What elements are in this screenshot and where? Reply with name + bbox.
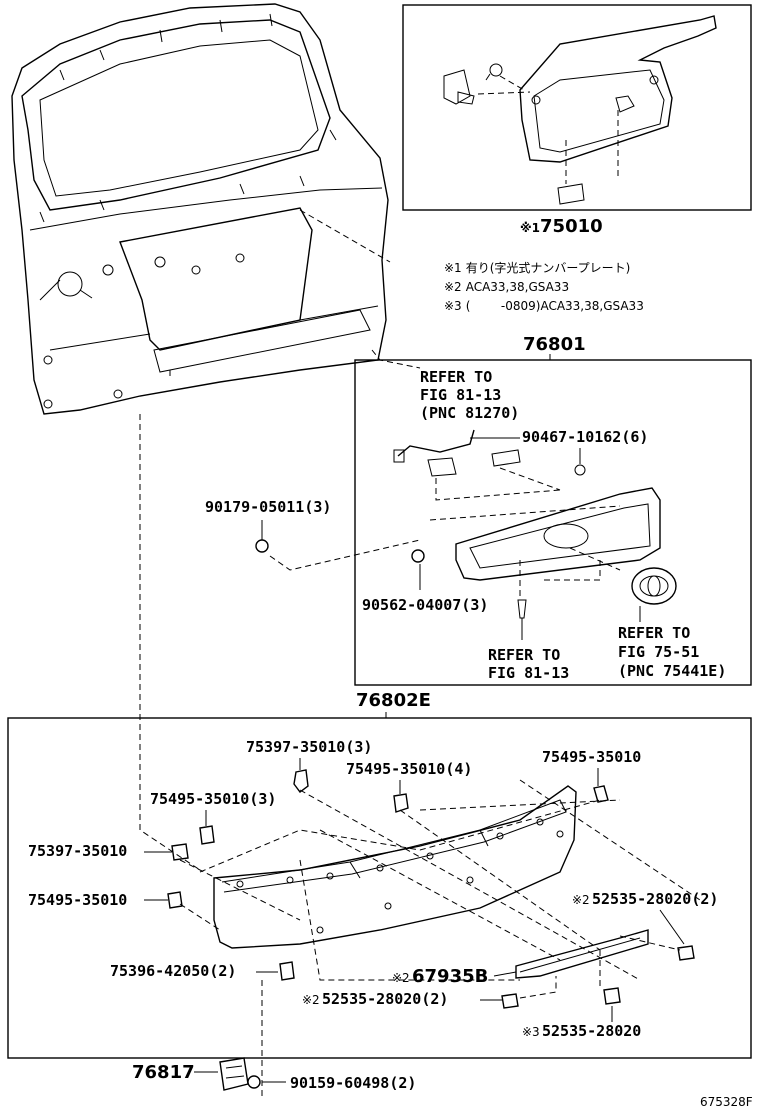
part-75495-top-label: 75495-35010 (542, 748, 641, 766)
part-90179-label: 90179-05011(3) (205, 498, 331, 516)
note-3-mark: ※3 (444, 299, 462, 313)
refer-81270-line2: FIG 81-13 (420, 386, 501, 404)
refer-75441-line1: REFER TO (618, 624, 690, 642)
back-door-panel (11, 3, 389, 415)
figure-id: 675328F (700, 1095, 753, 1109)
note-3: ※3 ( -0809)ACA33,38,GSA33 (444, 299, 644, 313)
clip-75495-center (393, 793, 409, 813)
part-75495-left-label: 75495-35010 (28, 891, 127, 909)
kit-75010-label: ※175010 (520, 216, 603, 237)
part-75396-label: 75396-42050(2) (110, 962, 236, 980)
clip-52535-right (677, 945, 695, 961)
assy-76802e-label: 76802E (356, 690, 431, 711)
assy-76801-box (354, 359, 752, 686)
refer-75441-line2: FIG 75-51 (618, 643, 699, 661)
clip-75495-right (593, 785, 609, 803)
part-75397-3-label: 75397-35010(3) (246, 738, 372, 756)
part-75495-4-label: 75495-35010(4) (346, 760, 472, 778)
clip-75397-top (293, 769, 309, 793)
toyota-emblem (631, 567, 677, 605)
kit-75010-number: 75010 (540, 216, 603, 237)
clip-75397-left (171, 843, 189, 861)
note-2-mark: ※2 (444, 280, 462, 294)
note-1: ※1 有り(字光式ナンバープレート) (444, 260, 630, 275)
license-lamp-harness (393, 429, 586, 477)
refer-8113-line1: REFER TO (488, 646, 560, 664)
part-52535-right-mark: ※2 (572, 893, 590, 907)
molding-67935b (515, 929, 649, 979)
kit-75010-mark: ※1 (520, 221, 540, 235)
note-3-text: ( -0809)ACA33,38,GSA33 (466, 299, 644, 313)
note-1-text: 有り(字光式ナンバープレート) (466, 260, 631, 275)
part-76817-label: 76817 (132, 1062, 195, 1083)
note-1-mark: ※1 (444, 261, 462, 275)
part-52535-mid-label: 52535-28020(2) (322, 990, 448, 1008)
part-52535-low-label: 52535-28020 (542, 1022, 641, 1040)
refer-81270-line1: REFER TO (420, 368, 492, 386)
part-75495-3-label: 75495-35010(3) (150, 790, 276, 808)
garnish-76801 (455, 487, 661, 581)
note-2: ※2 ACA33,38,GSA33 (444, 280, 569, 294)
part-52535-low-mark: ※3 (522, 1025, 540, 1039)
clip-52535-mid (501, 993, 519, 1009)
part-52535-right-label: 52535-28020(2) (592, 890, 718, 908)
refer-81270-line3: (PNC 81270) (420, 404, 519, 422)
refer-8113-line2: FIG 81-13 (488, 664, 569, 682)
part-90159-label: 90159-60498(2) (290, 1074, 416, 1092)
part-67935-label: 67935B (412, 966, 488, 987)
refer-75441-line3: (PNC 75441E) (618, 662, 726, 680)
bracket-76817 (219, 1057, 249, 1091)
bolt-90159 (247, 1075, 261, 1089)
part-75397-label: 75397-35010 (28, 842, 127, 860)
part-90562-label: 90562-04007(3) (362, 596, 488, 614)
part-67935-mark: ※2 (392, 971, 410, 985)
clip-75495-left (167, 891, 183, 909)
assy-76802e-box (7, 717, 752, 1059)
clip-75495-leftup (199, 825, 215, 845)
nut-90562 (411, 549, 425, 563)
part-52535-mid-mark: ※2 (302, 993, 320, 1007)
garnish-76802e (213, 785, 577, 949)
part-90467-label: 90467-10162(6) (522, 428, 648, 446)
clip-90179 (255, 539, 269, 553)
clip-75396 (279, 961, 295, 981)
kit-75010-box (402, 4, 752, 211)
assy-76801-label: 76801 (523, 334, 586, 355)
clip-52535-low (603, 987, 621, 1005)
note-2-text: ACA33,38,GSA33 (466, 280, 569, 294)
